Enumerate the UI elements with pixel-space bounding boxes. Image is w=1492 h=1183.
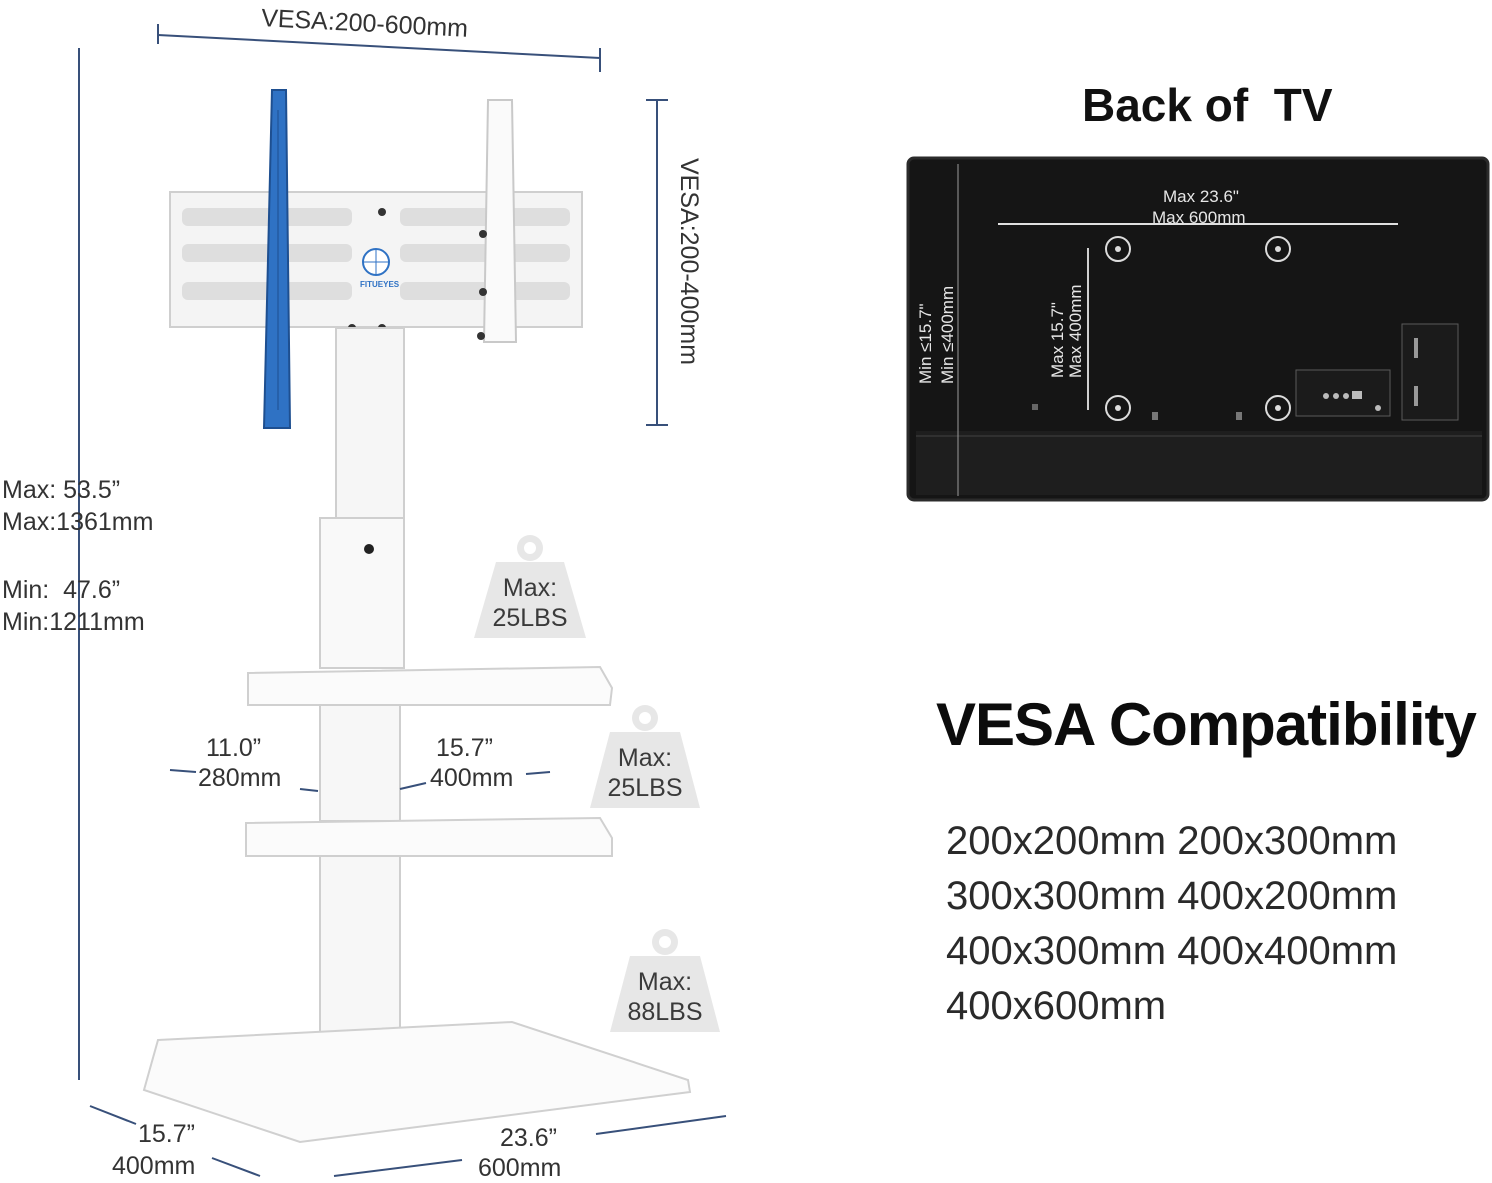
vesa-size: 300x300mm bbox=[946, 874, 1167, 918]
tv-min-height-in-label: Min ≤15.7" bbox=[916, 303, 935, 384]
height-max-in-label: Max: 53.5” bbox=[2, 476, 121, 504]
height-max-mm-label: Max:1361mm bbox=[2, 508, 154, 536]
vesa-height-label: VESA:200-400mm bbox=[675, 158, 703, 366]
tv-back-illustration bbox=[906, 156, 1490, 502]
shelf-depth-in-label: 11.0” bbox=[206, 734, 262, 762]
back-of-tv-title: Back of TV bbox=[1082, 79, 1333, 131]
tv-max-height-mm-label: Max 400mm bbox=[1066, 284, 1085, 378]
vesa-size: 400x200mm bbox=[1177, 874, 1398, 918]
weight-tag-base: Max: 88LBS bbox=[610, 926, 720, 1034]
height-min-in-label: Min: 47.6” bbox=[2, 576, 121, 604]
upper-shelf bbox=[247, 665, 614, 706]
weight-tag-upper: Max: 25LBS bbox=[474, 532, 586, 640]
inner-column bbox=[319, 517, 405, 669]
mount-hole-icon bbox=[1105, 236, 1131, 262]
vesa-size: 200x300mm bbox=[1177, 819, 1398, 863]
weight-icon bbox=[610, 929, 720, 1032]
side-port-panel bbox=[1401, 323, 1459, 421]
weight-tag-middle: Max: 25LBS bbox=[590, 702, 700, 810]
base-depth-in-label: 15.7” bbox=[138, 1120, 195, 1148]
mount-hole-icon bbox=[1265, 236, 1291, 262]
stand-base bbox=[142, 1020, 692, 1144]
shelf-width-mm-label: 400mm bbox=[430, 764, 514, 792]
base-width-in-label: 23.6” bbox=[500, 1124, 557, 1152]
brand-label: FITUEYES bbox=[360, 280, 400, 289]
vesa-compatibility-title: VESA Compatibility bbox=[936, 691, 1477, 758]
mounting-plate bbox=[169, 191, 583, 332]
lower-shelf bbox=[245, 816, 613, 857]
base-depth-dimension-line bbox=[89, 1105, 137, 1125]
weight-icon bbox=[590, 705, 700, 808]
tv-min-height-mm-label: Min ≤400mm bbox=[938, 285, 957, 384]
upper-column bbox=[335, 327, 405, 519]
tv-max-height-in-label: Max 15.7" bbox=[1048, 302, 1067, 378]
vesa-size: 400x400mm bbox=[1177, 929, 1398, 973]
tv-max-width-in-label: Max 23.6" bbox=[1163, 187, 1239, 206]
shelf-width-in-label: 15.7” bbox=[436, 734, 493, 762]
height-min-mm-label: Min:1211mm bbox=[2, 608, 145, 636]
blue-bracket-arm bbox=[262, 89, 292, 429]
tv-max-width-mm-label: Max 600mm bbox=[1152, 208, 1246, 227]
base-width-dimension-line bbox=[333, 1159, 463, 1177]
mount-hole-icon bbox=[1265, 395, 1291, 421]
base-depth-mm-label: 400mm bbox=[112, 1152, 196, 1180]
shelf-depth-mm-label: 280mm bbox=[198, 764, 282, 792]
vesa-size: 200x200mm bbox=[946, 819, 1167, 863]
port-panel bbox=[1295, 369, 1391, 417]
weight-icon bbox=[474, 535, 586, 638]
mount-hole-icon bbox=[1105, 395, 1131, 421]
white-bracket-arm bbox=[477, 99, 518, 343]
base-width-mm-label: 600mm bbox=[478, 1154, 562, 1182]
tv-stand-illustration bbox=[78, 24, 727, 1177]
vesa-width-dimension-line bbox=[157, 34, 601, 59]
vesa-size: 400x600mm bbox=[946, 984, 1167, 1028]
vesa-size-list: 200x200mm 200x300mm 300x300mm 400x200mm … bbox=[946, 814, 1466, 1034]
vesa-size: 400x300mm bbox=[946, 929, 1167, 973]
